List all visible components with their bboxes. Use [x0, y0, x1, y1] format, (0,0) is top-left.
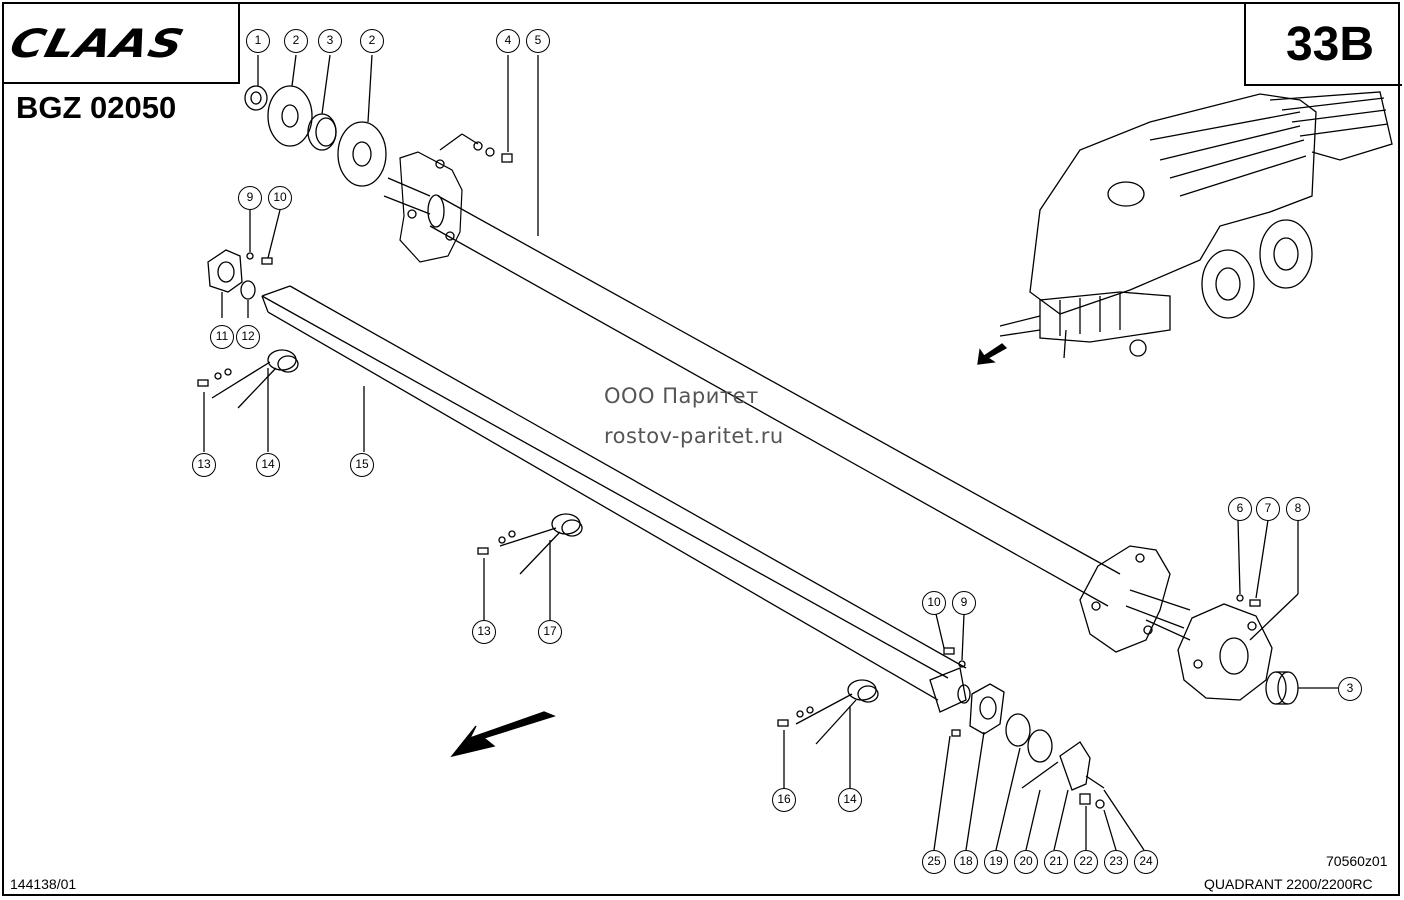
callout-14: 14 [256, 453, 280, 477]
callout-8: 8 [1286, 497, 1310, 521]
bushing-right [1265, 671, 1338, 705]
callout-9: 9 [952, 591, 976, 615]
callout-5: 5 [526, 29, 550, 53]
bearing-housing-left [207, 209, 281, 318]
callout-6: 6 [1228, 497, 1252, 521]
callout-17: 17 [538, 620, 562, 644]
page-code: 33B [1285, 18, 1374, 71]
fasteners-6-7 [1236, 519, 1299, 641]
callout-10: 10 [922, 591, 946, 615]
callout-20: 20 [1014, 850, 1038, 874]
callout-7: 7 [1256, 497, 1280, 521]
callout-2: 2 [284, 29, 308, 53]
callout-10: 10 [268, 186, 292, 210]
footer-drawing-code: 70560z01 [1326, 853, 1388, 869]
callout-4: 4 [496, 29, 520, 53]
callout-12: 12 [236, 325, 260, 349]
callout-9: 9 [238, 186, 262, 210]
callout-19: 19 [984, 850, 1008, 874]
direction-arrow [450, 711, 556, 758]
main-shaft [383, 151, 1191, 653]
watermark-company: ООО Паритет [604, 384, 759, 408]
callout-2: 2 [360, 29, 384, 53]
callout-1: 1 [246, 29, 270, 53]
callout-13: 13 [472, 620, 496, 644]
bearing-housing-right [933, 613, 1145, 851]
callout-3: 3 [318, 29, 342, 53]
bolt-set-4 [439, 55, 539, 236]
page-code-box: 33B [1244, 2, 1402, 86]
callout-22: 22 [1074, 850, 1098, 874]
spring-14b [777, 679, 879, 788]
callout-21: 21 [1044, 850, 1068, 874]
callout-23: 23 [1104, 850, 1128, 874]
footer-model: QUADRANT 2200/2200RC [1204, 876, 1373, 892]
callout-16: 16 [772, 788, 796, 812]
callout-3: 3 [1338, 677, 1362, 701]
callout-13: 13 [192, 453, 216, 477]
document-number: BGZ 02050 [16, 90, 177, 125]
watermark-url: rostov-paritet.ru [604, 424, 784, 448]
callout-24: 24 [1134, 850, 1158, 874]
callout-18: 18 [954, 850, 978, 874]
spring-bar [261, 285, 971, 713]
callout-14: 14 [838, 788, 862, 812]
hub-flange [1177, 603, 1273, 701]
callout-25: 25 [922, 850, 946, 874]
footer-left-code: 144138/01 [10, 876, 77, 892]
spring-17 [477, 513, 583, 620]
bearing-stack [244, 54, 387, 187]
callout-15: 15 [350, 453, 374, 477]
callout-11: 11 [210, 325, 234, 349]
baler-machine-sketch [977, 91, 1393, 365]
brand-box: CLAAS [2, 2, 240, 84]
spring-14a [197, 349, 299, 452]
